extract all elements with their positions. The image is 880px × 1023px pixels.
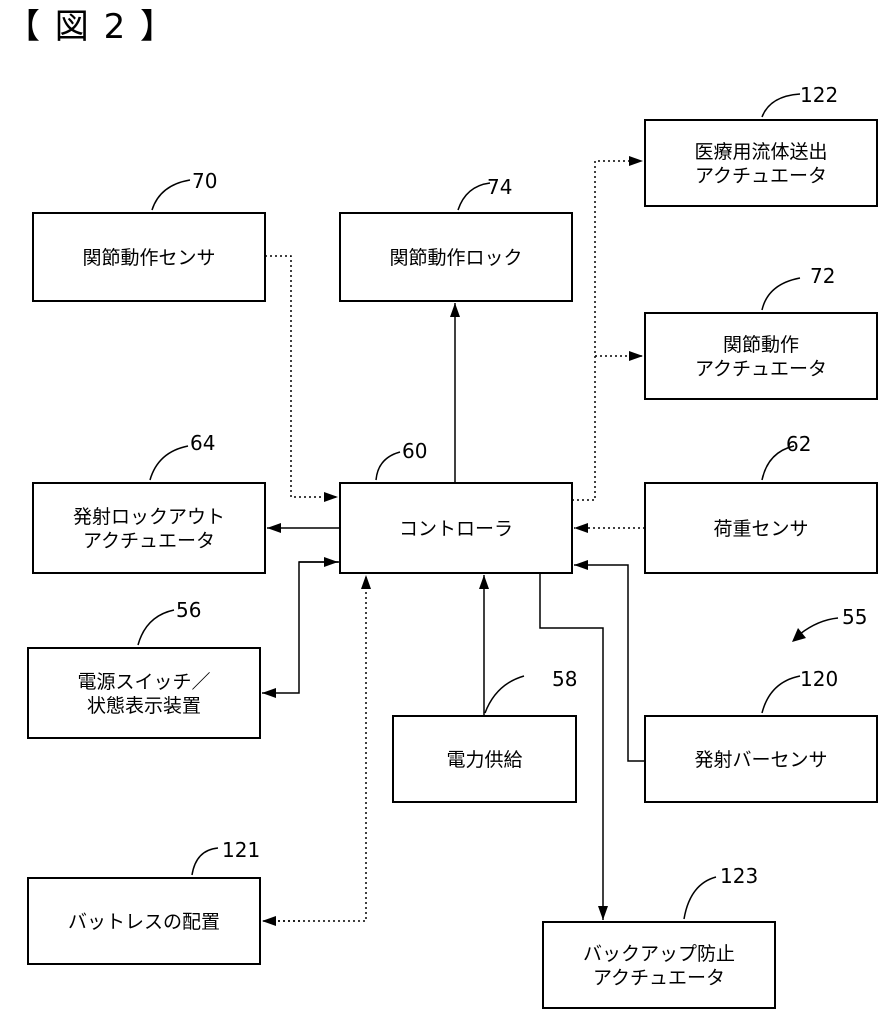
arrowhead <box>324 492 338 502</box>
arrowhead <box>450 303 460 317</box>
arrowhead <box>324 557 338 567</box>
block-load-sensor: 荷重センサ <box>645 483 877 573</box>
system-reference-numeral: 55 <box>842 605 867 629</box>
connector-line <box>262 562 340 693</box>
arrowhead <box>574 523 588 533</box>
arrowhead <box>479 575 489 589</box>
connector-firing-bar-sensor-to-controller <box>574 560 645 761</box>
block-label: アクチュエータ <box>695 358 827 380</box>
arrowhead <box>267 523 281 533</box>
connector-controller-to-joint-actuator <box>595 351 643 361</box>
block-joint-sensor: 関節動作センサ <box>33 213 265 301</box>
arrowhead <box>629 156 643 166</box>
block-border <box>645 313 877 399</box>
reference-numeral: 56 <box>176 598 201 622</box>
block-label: アクチュエータ <box>593 967 725 989</box>
block-border <box>645 120 877 206</box>
block-label: 関節動作センサ <box>82 247 215 269</box>
block-label: 電源スイッチ／ <box>77 671 210 693</box>
leader-line <box>150 446 188 480</box>
connector-power-switch-link <box>262 562 340 698</box>
leader-line <box>762 94 800 117</box>
block-label: アクチュエータ <box>695 165 827 187</box>
block-label: バックアップ防止 <box>583 943 735 965</box>
block-label: 発射ロックアウト <box>73 506 225 528</box>
leader-line <box>762 676 800 713</box>
arrowhead <box>262 916 276 926</box>
block-border <box>28 648 260 738</box>
reference-numeral: 122 <box>800 83 838 107</box>
reference-numeral: 120 <box>800 667 838 691</box>
block-power-supply: 電力供給 <box>393 716 576 802</box>
arrowhead <box>262 688 276 698</box>
block-label: 医療用流体送出 <box>694 141 827 163</box>
block-joint-actuator: 関節動作アクチュエータ <box>645 313 877 399</box>
block-label: 発射バーセンサ <box>694 749 827 771</box>
leader-line <box>192 848 218 875</box>
reference-numeral: 74 <box>487 175 512 199</box>
block-buttress: バットレスの配置 <box>28 878 260 964</box>
block-power-switch: 電源スイッチ／状態表示装置 <box>28 648 260 738</box>
block-anti-backup: バックアップ防止アクチュエータ <box>543 922 775 1008</box>
block-label: 荷重センサ <box>713 518 808 540</box>
leader-line <box>762 278 800 310</box>
reference-numeral: 58 <box>552 667 577 691</box>
system-leader-line <box>800 618 838 634</box>
connector-joint-sensor-to-controller <box>265 256 338 502</box>
reference-numeral: 72 <box>810 264 835 288</box>
connector-controller-to-firing-lockout <box>267 523 340 533</box>
block-firing-bar-sensor: 発射バーセンサ <box>645 716 877 802</box>
block-label: 関節動作ロック <box>389 247 522 269</box>
connector-power-switch-link-up <box>299 557 338 567</box>
block-label: 電力供給 <box>446 749 522 771</box>
reference-numeral: 60 <box>402 439 427 463</box>
reference-numeral: 121 <box>222 838 260 862</box>
leader-line <box>684 877 716 919</box>
system-arrowhead <box>792 628 806 642</box>
block-firing-lockout: 発射ロックアウトアクチュエータ <box>33 483 265 573</box>
reference-numeral: 62 <box>786 432 811 456</box>
block-controller: コントローラ <box>340 483 572 573</box>
leader-line <box>376 452 400 480</box>
reference-numeral: 64 <box>190 431 215 455</box>
connector-buttress-link-left <box>262 916 300 926</box>
reference-numeral: 70 <box>192 169 217 193</box>
connector-controller-to-joint-lock <box>450 303 460 483</box>
connector-line <box>572 161 643 500</box>
block-label: アクチュエータ <box>83 530 215 552</box>
leader-line <box>152 180 190 210</box>
reference-numeral: 123 <box>720 864 758 888</box>
block-joint-lock: 関節動作ロック <box>340 213 572 301</box>
leader-line <box>458 183 490 210</box>
connector-line <box>265 256 338 497</box>
connector-buttress-link <box>268 575 371 921</box>
arrowhead <box>361 575 371 589</box>
arrowhead <box>598 906 608 920</box>
block-label: 状態表示装置 <box>87 695 201 717</box>
arrowhead <box>574 560 588 570</box>
connector-load-sensor-to-controller <box>574 523 645 533</box>
leader-line <box>138 610 174 645</box>
connector-line <box>574 565 645 761</box>
leader-line <box>485 676 524 713</box>
arrowhead <box>629 351 643 361</box>
block-label: 関節動作 <box>723 334 799 356</box>
connector-controller-to-fluid-actuator <box>572 156 643 500</box>
block-fluid-actuator: 医療用流体送出アクチュエータ <box>645 120 877 206</box>
block-label: バットレスの配置 <box>68 911 220 933</box>
block-border <box>543 922 775 1008</box>
block-label: コントローラ <box>399 518 513 540</box>
connector-power-supply-to-controller <box>479 575 489 716</box>
connector-line <box>268 575 366 921</box>
system-reference: 55 <box>792 605 867 642</box>
block-border <box>33 483 265 573</box>
